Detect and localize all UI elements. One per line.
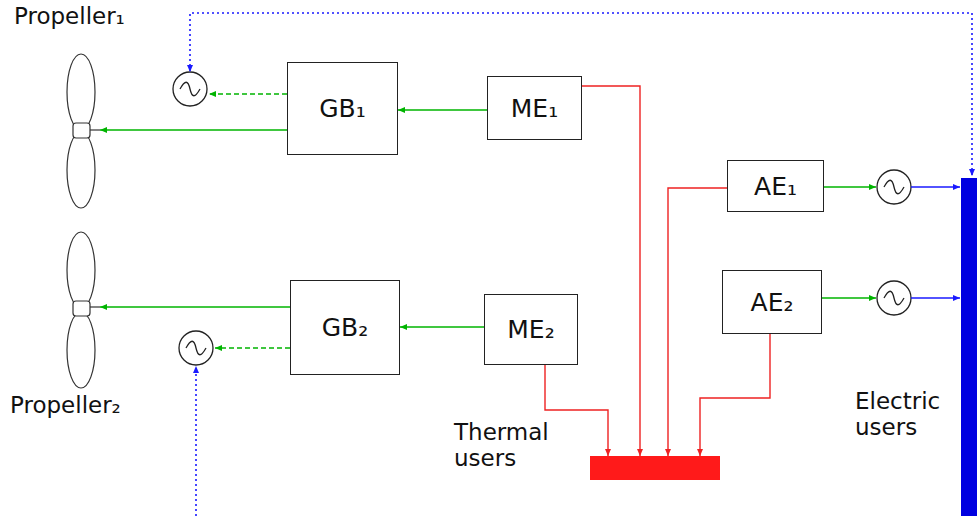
- generator-symbol: [877, 281, 911, 315]
- shaft-connector: [100, 129, 287, 130]
- engine-box: AE₁: [727, 160, 824, 212]
- propeller: Propeller₂: [62, 232, 100, 390]
- heat-connector: [545, 365, 608, 456]
- propeller-drawing: [67, 54, 100, 208]
- part-label: Thermal users: [454, 419, 584, 472]
- shaft-connector: [400, 326, 484, 327]
- electric-link: [190, 13, 972, 176]
- heat-connector: [668, 188, 727, 456]
- user-bus: Electric users: [961, 178, 977, 516]
- shaft-connector: [398, 109, 487, 110]
- box-label: GB₁: [319, 94, 366, 123]
- heat-connector: [700, 334, 770, 456]
- part-label: Propeller₂: [10, 392, 121, 418]
- propeller-drawing: [67, 232, 100, 388]
- engine-box: ME₂: [484, 294, 578, 365]
- engine-box: AE₂: [722, 270, 822, 334]
- mechanical-link: [824, 186, 876, 187]
- electric-wire: [911, 297, 960, 298]
- shaft-connector: [100, 306, 290, 307]
- generator-symbol: [179, 331, 213, 365]
- engine-box: GB₁: [287, 62, 398, 155]
- mechanical-link: [215, 347, 290, 349]
- electric-link: [195, 366, 197, 516]
- part-label: Propeller₁: [14, 3, 125, 29]
- heat-connector: [582, 86, 640, 456]
- propeller: Propeller₁: [62, 55, 100, 210]
- part-label: Electric users: [855, 388, 955, 441]
- generator-symbol: [877, 170, 911, 204]
- box-label: AE₂: [751, 288, 794, 317]
- generator-symbol: [173, 72, 207, 106]
- engine-box: ME₁: [487, 76, 582, 140]
- mechanical-link: [209, 93, 287, 95]
- box-label: ME₂: [507, 315, 554, 344]
- user-bus: Thermal users: [590, 456, 720, 480]
- engine-box: GB₂: [290, 280, 400, 375]
- box-label: GB₂: [322, 313, 369, 342]
- electric-wire: [911, 186, 960, 187]
- box-label: ME₁: [511, 94, 558, 123]
- mechanical-link: [822, 297, 876, 298]
- box-label: AE₁: [754, 172, 797, 201]
